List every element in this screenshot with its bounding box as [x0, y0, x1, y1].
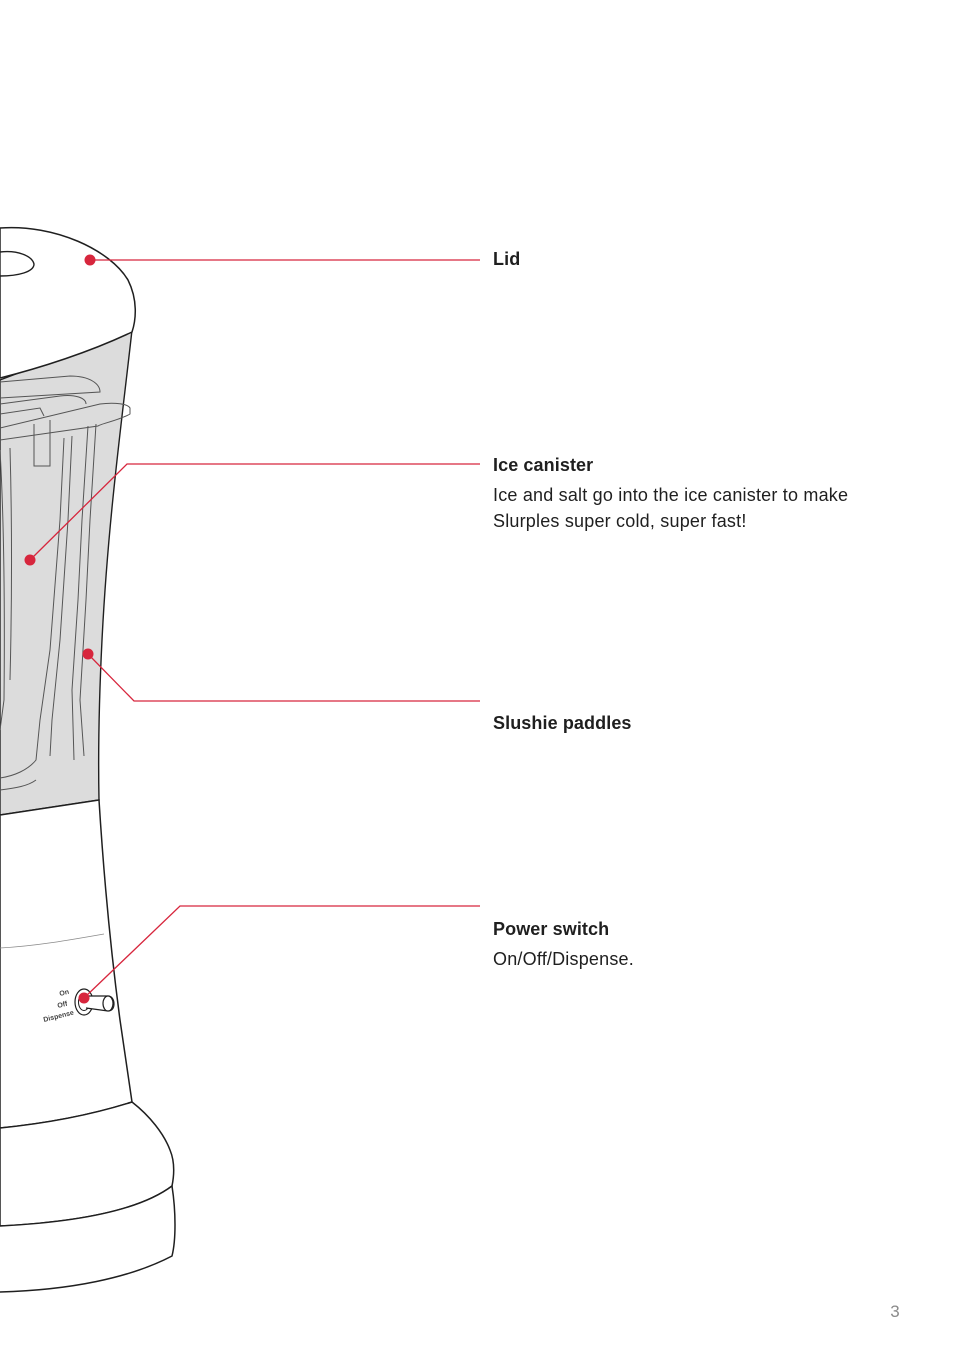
ice-canister-insert [0, 375, 131, 791]
callout-power-switch-title: Power switch [493, 919, 610, 939]
dot-slushie-paddles [82, 648, 94, 660]
base-seam [0, 933, 105, 949]
dot-power-switch [78, 992, 90, 1004]
callout-ice-canister: Ice canister Ice and salt go into the ic… [493, 454, 913, 534]
callout-lid: Lid [493, 248, 913, 270]
callout-ice-canister-description-line2: Slurples super cold, super fast! [493, 511, 747, 531]
leader-power-switch [83, 905, 480, 999]
switch-label-off: Off [57, 1001, 69, 1010]
lid-opening [0, 250, 35, 277]
callout-ice-canister-description: Ice and salt go into the ice canister to… [493, 482, 913, 534]
callout-ice-canister-title: Ice canister [493, 455, 594, 475]
motor-base [0, 799, 133, 1129]
base-foot-edge [0, 1184, 176, 1293]
callout-power-switch: Power switch On/Off/Dispense. [493, 918, 913, 972]
callout-leaders [29, 259, 480, 999]
leader-ice-canister [29, 463, 480, 561]
callout-ice-canister-description-line1: Ice and salt go into the ice canister to… [493, 485, 849, 505]
callout-dots [24, 254, 96, 1004]
callout-power-switch-description: On/Off/Dispense. [493, 949, 634, 969]
dot-lid [84, 254, 96, 266]
callout-slushie-paddles-title: Slushie paddles [493, 713, 632, 733]
jar-body [0, 328, 133, 816]
callout-lid-title: Lid [493, 249, 521, 269]
callout-slushie-paddles: Slushie paddles [493, 712, 913, 734]
dot-ice-canister [24, 554, 36, 566]
leader-slushie-paddles [87, 653, 480, 702]
switch-label-on: On [59, 989, 70, 998]
page-number: 3 [890, 1302, 900, 1321]
